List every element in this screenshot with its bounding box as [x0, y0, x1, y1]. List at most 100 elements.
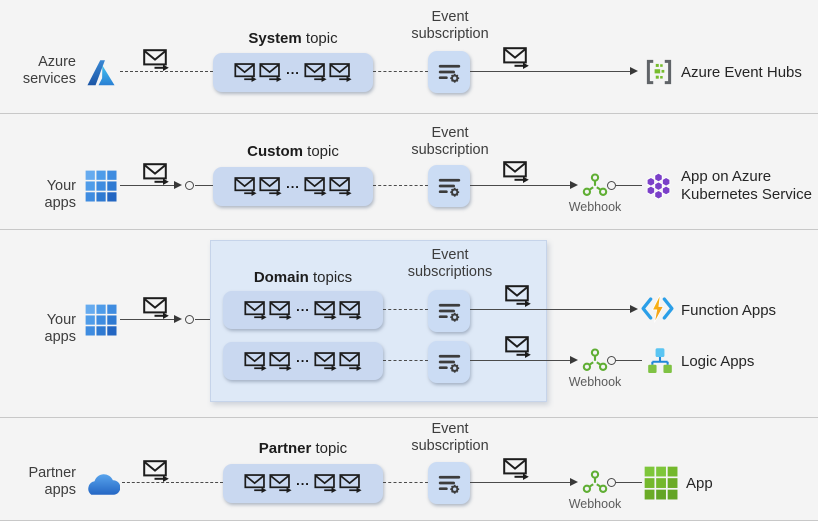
- aks-icon: [642, 170, 675, 203]
- event-message-icon: [339, 352, 362, 371]
- filter-gear-icon: [436, 349, 463, 376]
- event-subscriptions-label: Event subscriptions: [404, 247, 496, 280]
- cloud-icon: [82, 470, 120, 498]
- webhook-label: Webhook: [568, 200, 622, 214]
- event-message-icon: [244, 474, 267, 493]
- event-message-icon: [143, 460, 169, 482]
- ellipsis: ...: [296, 350, 310, 365]
- source-label: Partner apps: [14, 465, 76, 499]
- connector-dotted: [120, 71, 213, 72]
- destination-label: Function Apps: [681, 302, 777, 319]
- event-message-icon: [234, 177, 257, 196]
- event-subscriptions-label-line: subscriptions: [407, 263, 493, 280]
- source-label: Azure services: [14, 54, 76, 88]
- destination-label: App on Azure Kubernetes Service: [681, 168, 812, 203]
- topic-label-bold: System: [248, 30, 302, 47]
- event-subscription-label: Event subscription: [404, 125, 496, 158]
- connector-solid: [470, 360, 570, 361]
- connector-solid: [120, 319, 174, 320]
- topic-label: System topic: [213, 30, 373, 47]
- event-subscription-box: [428, 462, 470, 504]
- connector-solid: [195, 319, 210, 320]
- connector-circle: [185, 181, 194, 190]
- topic-label: Custom topic: [213, 143, 373, 160]
- arrowhead: [174, 315, 182, 323]
- webhook-label: Webhook: [568, 375, 622, 389]
- event-message-icon: [329, 177, 352, 196]
- destination-label-line: App on Azure: [681, 168, 772, 185]
- system-topic-box: ...: [213, 53, 373, 92]
- source-label-line: Your apps: [44, 312, 76, 345]
- event-message-icon: [234, 63, 257, 82]
- event-message-icon: [143, 49, 169, 71]
- event-message-icon: [143, 297, 169, 319]
- row-divider: [0, 417, 818, 418]
- event-message-icon: [339, 474, 362, 493]
- topic-label-bold: Custom: [247, 143, 303, 160]
- connector-solid: [470, 185, 570, 186]
- connector-solid: [470, 482, 570, 483]
- event-subscription-label: Event subscription: [404, 421, 496, 454]
- webhook-icon: [582, 469, 608, 495]
- connector-solid: [195, 185, 213, 186]
- connector-circle: [607, 181, 616, 190]
- source-label: Your apps: [14, 312, 76, 346]
- filter-gear-icon: [436, 173, 463, 200]
- destination-label: Logic Apps: [681, 353, 755, 370]
- azure-icon: [85, 57, 117, 89]
- event-message-icon: [143, 163, 169, 185]
- event-subscriptions-label-line: Event: [431, 247, 469, 263]
- event-subscription-box: [428, 165, 470, 207]
- connector-dotted: [373, 71, 428, 72]
- bottom-margin: [0, 521, 818, 528]
- topic-label-rest: topic: [307, 143, 339, 160]
- event-message-icon: [505, 336, 531, 358]
- connector-dotted: [383, 482, 428, 483]
- event-message-icon: [339, 301, 362, 320]
- webhook-icon: [582, 347, 608, 373]
- event-subscription-label-line: Event: [431, 9, 469, 25]
- connector-solid: [616, 185, 642, 186]
- event-message-icon: [314, 301, 337, 320]
- arrowhead: [174, 181, 182, 189]
- event-message-icon: [269, 352, 292, 371]
- domain-topic-box: ...: [223, 342, 383, 380]
- arrowhead: [570, 181, 578, 189]
- arrowhead: [630, 305, 638, 313]
- event-message-icon: [503, 47, 529, 69]
- event-subscription-label-line: subscription: [411, 25, 489, 42]
- event-subscription-box: [428, 290, 470, 332]
- webhook-label: Webhook: [568, 497, 622, 511]
- connector-solid: [470, 71, 630, 72]
- event-subscription-box: [428, 341, 470, 383]
- your-apps-icon: [85, 304, 117, 336]
- event-message-icon: [259, 177, 282, 196]
- ellipsis: ...: [286, 61, 300, 77]
- event-subscription-label-line: subscription: [411, 141, 489, 158]
- connector-circle: [607, 478, 616, 487]
- event-message-icon: [503, 161, 529, 183]
- logic-apps-icon: [644, 345, 676, 377]
- ellipsis: ...: [296, 299, 310, 314]
- arrowhead: [570, 478, 578, 486]
- event-message-icon: [244, 352, 267, 371]
- app-grid-icon: [644, 466, 678, 500]
- event-message-icon: [304, 63, 327, 82]
- event-message-icon: [259, 63, 282, 82]
- connector-circle: [607, 356, 616, 365]
- destination-label-line: Kubernetes Service: [681, 185, 812, 203]
- connector-solid: [616, 360, 642, 361]
- topic-label-bold: Domain: [253, 269, 309, 286]
- event-subscription-box: [428, 51, 470, 93]
- filter-gear-icon: [436, 470, 463, 497]
- ellipsis: ...: [296, 472, 310, 488]
- event-message-icon: [244, 301, 267, 320]
- your-apps-icon: [85, 170, 117, 202]
- event-message-icon: [314, 474, 337, 493]
- event-message-icon: [503, 458, 529, 480]
- custom-topic-box: ...: [213, 167, 373, 206]
- filter-gear-icon: [436, 298, 463, 325]
- connector-dotted: [383, 360, 428, 361]
